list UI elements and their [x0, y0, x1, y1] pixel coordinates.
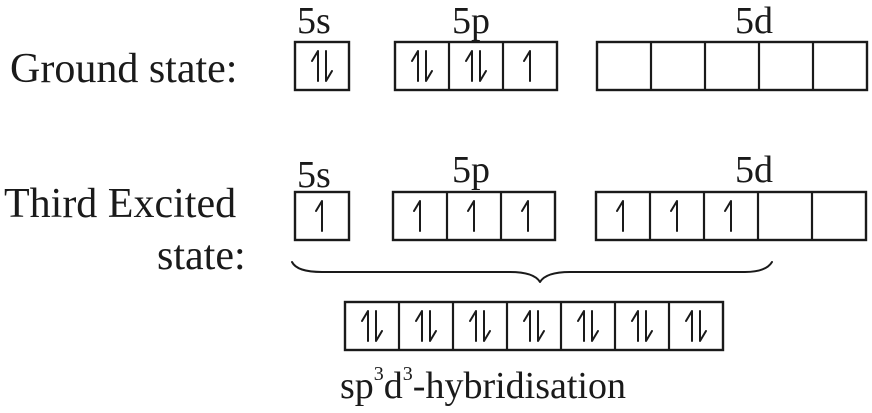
excited-5s-box-1	[315, 200, 323, 232]
down-arrow-icon	[699, 310, 707, 342]
up-arrow-icon	[685, 310, 693, 342]
up-arrow-icon	[361, 310, 369, 342]
up-arrow-icon	[523, 50, 531, 82]
down-arrow-icon	[375, 310, 383, 342]
ground-5p-label: 5p	[452, 0, 490, 42]
excited-5p-box-2	[467, 200, 475, 232]
ground-5p-box-2	[465, 50, 487, 82]
up-arrow-icon	[415, 310, 423, 342]
caption-superscript-2: 3	[403, 363, 413, 385]
down-arrow-icon	[425, 50, 433, 82]
excited-5d-box-2	[670, 200, 678, 232]
down-arrow-icon	[479, 50, 487, 82]
up-arrow-icon	[467, 200, 475, 232]
up-arrow-icon	[315, 200, 323, 232]
up-arrow-icon	[411, 50, 419, 82]
ground-5p-box-1	[411, 50, 433, 82]
excited-5s-orbitals	[293, 190, 351, 242]
curly-brace	[291, 261, 773, 283]
ground-state-label: Ground state:	[10, 46, 237, 92]
up-arrow-icon	[469, 310, 477, 342]
up-arrow-icon	[577, 310, 585, 342]
excited-5d-box-1	[616, 200, 624, 232]
ground-5s-label: 5s	[297, 0, 331, 42]
down-arrow-icon	[325, 50, 333, 82]
hybrid-box-3	[469, 310, 491, 342]
up-arrow-icon	[670, 200, 678, 232]
down-arrow-icon	[591, 310, 599, 342]
hybrid-box-5	[577, 310, 599, 342]
hybrid-box-2	[415, 310, 437, 342]
ground-5s-box-1	[311, 50, 333, 82]
up-arrow-icon	[465, 50, 473, 82]
hybrid-orbitals	[343, 300, 725, 352]
ground-5p-frame	[393, 40, 559, 92]
excited-state-label-line1: Third Excited	[4, 181, 236, 227]
up-arrow-icon	[631, 310, 639, 342]
excited-5d-label: 5d	[735, 149, 773, 191]
ground-5p-orbitals	[393, 40, 559, 92]
ground-5p-box-3	[523, 50, 531, 82]
down-arrow-icon	[537, 310, 545, 342]
hybrid-box-4	[523, 310, 545, 342]
hybridisation-caption: sp3d3-hybridisation	[340, 363, 626, 407]
hybrid-box-7	[685, 310, 707, 342]
caption-d: d	[384, 365, 403, 407]
ground-5d-orbitals	[595, 40, 869, 92]
hybrid-frame	[343, 300, 725, 352]
hybrid-box-6	[631, 310, 653, 342]
excited-5p-box-1	[413, 200, 421, 232]
excited-5d-box-3	[724, 200, 732, 232]
hybrid-box-1	[361, 310, 383, 342]
up-arrow-icon	[616, 200, 624, 232]
excited-state-label-line2: state:	[157, 233, 246, 279]
up-arrow-icon	[413, 200, 421, 232]
caption-sp: sp	[340, 365, 374, 407]
excited-5p-box-3	[521, 200, 529, 232]
up-arrow-icon	[724, 200, 732, 232]
caption-tail: -hybridisation	[413, 365, 626, 407]
ground-5s-orbitals	[293, 40, 351, 92]
ground-5d-frame	[595, 40, 869, 92]
excited-5p-orbitals	[391, 190, 557, 242]
up-arrow-icon	[521, 200, 529, 232]
up-arrow-icon	[311, 50, 319, 82]
ground-5s-frame	[293, 40, 351, 92]
excited-5p-label: 5p	[452, 149, 490, 191]
excited-5s-label: 5s	[297, 154, 331, 196]
up-arrow-icon	[523, 310, 531, 342]
caption-superscript-1: 3	[374, 363, 384, 385]
excited-5d-orbitals	[594, 190, 868, 242]
ground-5d-label: 5d	[735, 0, 773, 42]
down-arrow-icon	[429, 310, 437, 342]
down-arrow-icon	[645, 310, 653, 342]
down-arrow-icon	[483, 310, 491, 342]
